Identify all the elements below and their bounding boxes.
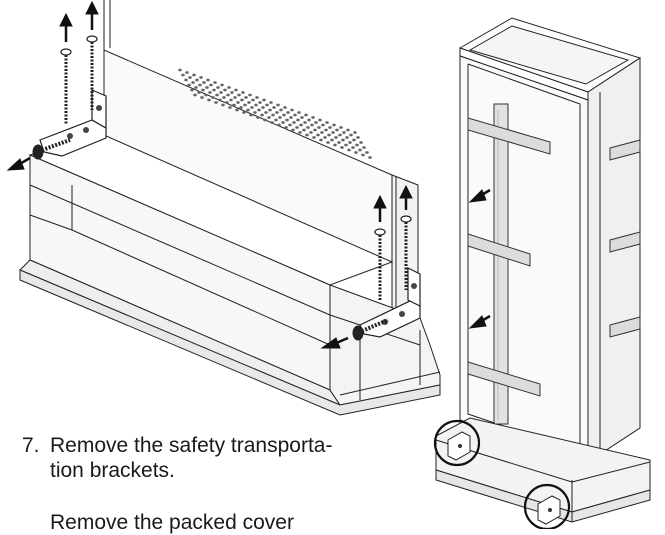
up-arrow-icon <box>60 2 98 42</box>
bracket-left <box>8 2 106 170</box>
step-followup-text: Remove the packed cover <box>50 511 294 534</box>
circle-highlight-icon <box>435 421 569 529</box>
cabinet-side <box>588 58 640 462</box>
step-text: Remove the safety transporta- tion brack… <box>50 433 370 483</box>
step-line-1: Remove the safety transporta- <box>50 434 333 457</box>
transport-straps <box>468 118 640 396</box>
step-line-2: tion brackets. <box>50 459 175 482</box>
bench-base-figure: /* placeholder */ <box>8 0 440 415</box>
bracket-right <box>322 186 420 348</box>
left-arrow-icon <box>470 190 490 328</box>
vent-holes: /* placeholder */ <box>178 68 372 159</box>
cabinet-figure <box>435 18 650 529</box>
step-number: 7. <box>22 434 40 457</box>
left-arrow-icon <box>8 158 30 170</box>
screw-icon <box>33 140 70 159</box>
